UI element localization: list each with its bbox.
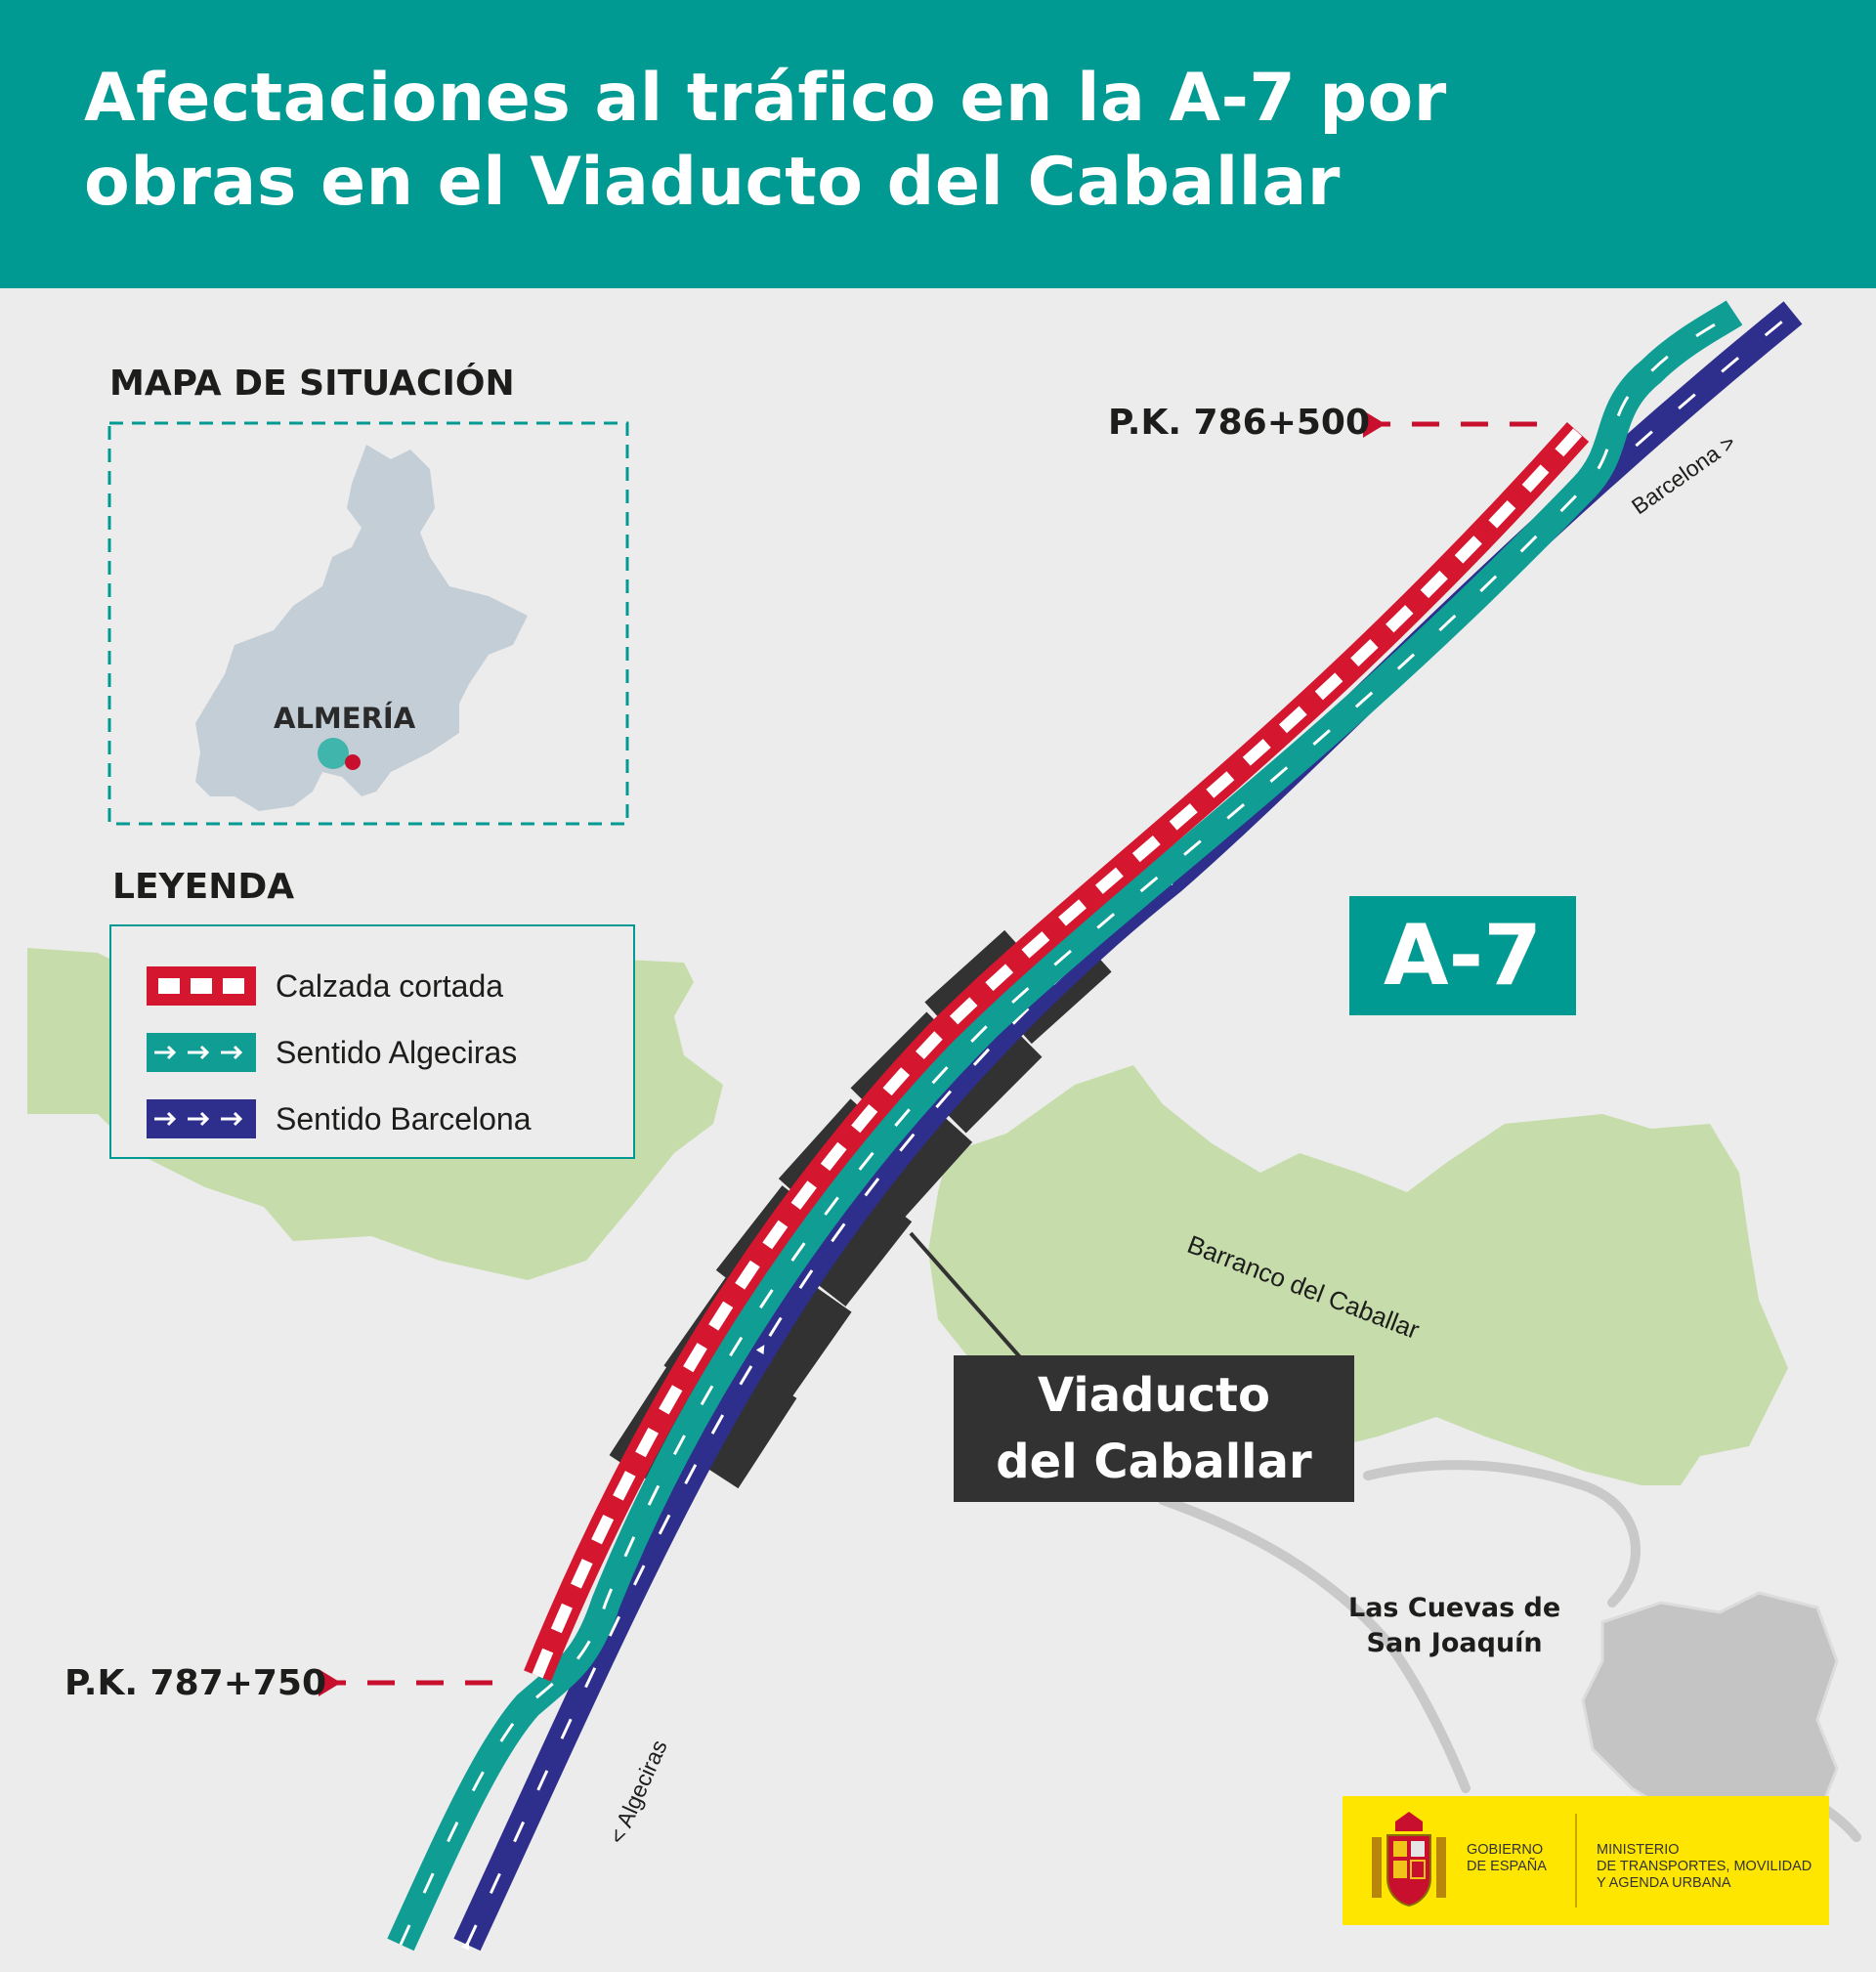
ministerio-text: MINISTERIO DE TRANSPORTES, MOVILIDAD Y A…: [1597, 1842, 1812, 1891]
road-closed-carriageway: [524, 421, 1590, 1682]
viaduct-label-box: Viaducto del Caballar: [954, 1355, 1354, 1502]
almeria-city-marker: [318, 738, 349, 769]
pk-top-label: P.K. 786+500: [1108, 403, 1371, 443]
logo-separator: [1575, 1814, 1577, 1908]
government-logo: GOBIERNO DE ESPAÑA MINISTERIO DE TRANSPO…: [1343, 1796, 1829, 1925]
pk-bottom-label: P.K. 787+750: [64, 1663, 327, 1703]
urban-blocks: [1581, 1591, 1839, 1829]
pk-top-arrow: [1363, 410, 1386, 438]
almeria-label: ALMERÍA: [274, 702, 416, 735]
pk-bottom-arrow: [319, 1669, 341, 1696]
road-algeciras-direction: [387, 300, 1743, 1951]
viaduct-label-line1: Viaducto: [1037, 1368, 1271, 1423]
cuevas-label-line1: Las Cuevas de: [1348, 1593, 1561, 1623]
coat-of-arms-icon: [1372, 1812, 1446, 1908]
legend-label-barcelona: Sentido Barcelona: [276, 1101, 532, 1136]
header-banner: Afectaciones al tráfico en la A-7 por ob…: [0, 0, 1876, 288]
algeciras-direction-swatch: [147, 1033, 256, 1072]
legend-heading: LEYENDA: [112, 867, 295, 907]
legend-box: Calzada cortada Sentido Algeciras Sentid…: [109, 924, 635, 1159]
cuevas-label: Las Cuevas de San Joaquín: [1348, 1591, 1560, 1661]
viaduct-label-line2: del Caballar: [996, 1435, 1312, 1489]
barcelona-direction-swatch: [147, 1099, 256, 1138]
a7-road-badge: A-7: [1349, 896, 1576, 1015]
legend-label-closed: Calzada cortada: [276, 968, 504, 1004]
closed-road-swatch: [147, 966, 256, 1006]
viaduct-callout-line: [909, 1231, 1023, 1360]
almeria-province-shape: [195, 445, 528, 811]
gobierno-espana-text: GOBIERNO DE ESPAÑA: [1467, 1842, 1547, 1874]
situation-map-heading: MAPA DE SITUACIÓN: [109, 364, 515, 404]
cuevas-label-line2: San Joaquín: [1366, 1628, 1543, 1658]
viaduct-location-marker: [345, 754, 361, 770]
legend-label-algeciras: Sentido Algeciras: [276, 1035, 518, 1070]
situation-map-frame: [107, 421, 629, 826]
page-title: Afectaciones al tráfico en la A-7 por ob…: [84, 60, 1447, 221]
